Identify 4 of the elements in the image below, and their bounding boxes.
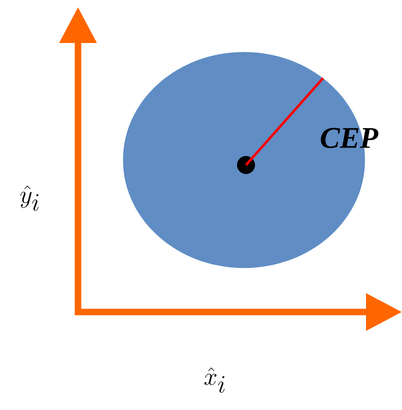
axis-label: $\hat{x}_i$ xyxy=(204,368,225,393)
radius-line xyxy=(245,77,324,166)
axis-label: $\hat{y}_i$ xyxy=(20,186,39,211)
center-dot xyxy=(237,156,255,174)
